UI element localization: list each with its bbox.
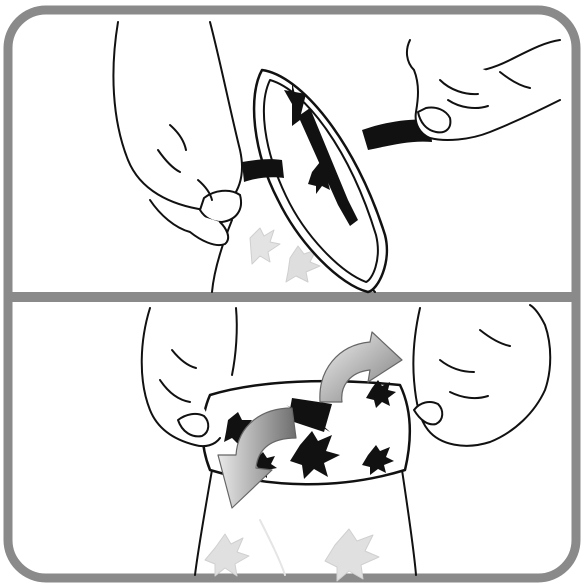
panel-divider xyxy=(8,292,576,302)
